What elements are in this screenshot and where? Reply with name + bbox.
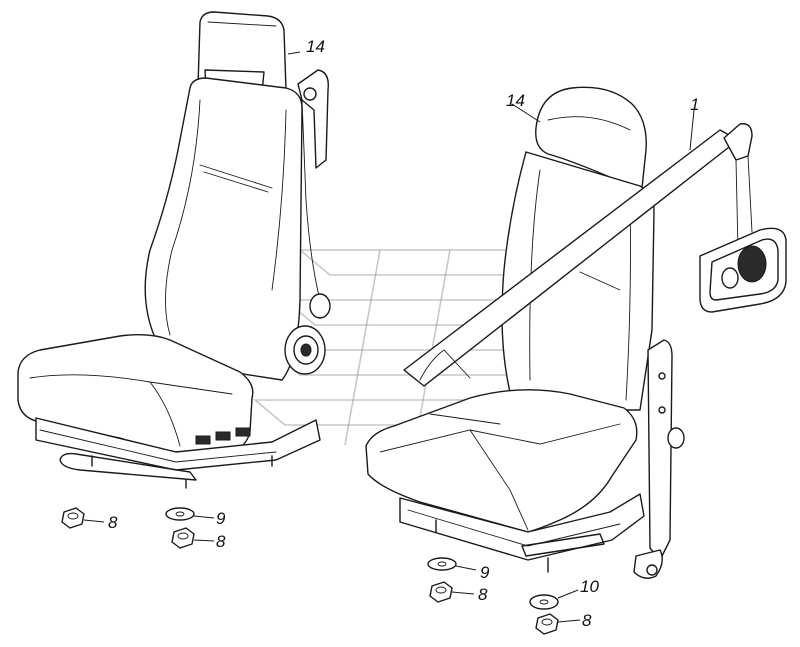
right-seat-belt-buckle-upper [723, 123, 753, 161]
callout-9-washer-right: 9 [480, 563, 490, 582]
left-seat-base [35, 417, 321, 471]
callout-14-left-headrest: 14 [306, 37, 325, 56]
callout-10-washer: 10 [580, 577, 599, 596]
callout-8-nut-right: 8 [478, 585, 488, 604]
washer-9b [427, 557, 457, 571]
callout-14-right-headrest: 14 [506, 91, 525, 110]
left-seat [17, 11, 331, 489]
callout-8-nut-left-lower: 8 [216, 532, 226, 551]
left-seat-rail [59, 452, 197, 481]
callout-1-seat-belt: 1 [690, 95, 700, 114]
right-seat-side-pillar [647, 339, 673, 561]
nut-8d [535, 613, 559, 635]
nut-8a [61, 507, 85, 529]
right-seat-headrest [535, 86, 647, 189]
left-seat-belt-anchor [297, 69, 329, 169]
nut-8c [429, 581, 453, 603]
left-seat-pivot [309, 293, 331, 319]
washer-9a [165, 507, 195, 521]
left-seat-backrest [144, 77, 303, 381]
callout-8-nut-left: 8 [108, 513, 118, 532]
right-seat [365, 86, 787, 579]
callout-8-nut-bottom: 8 [582, 611, 592, 630]
left-seat-recline-knob [284, 325, 326, 375]
nut-8b [171, 527, 195, 549]
callout-9-washer-left: 9 [216, 509, 226, 528]
right-seat-adjust-knob [667, 427, 685, 449]
right-seat-base [399, 493, 645, 561]
belt-retractor [699, 227, 787, 313]
leader-lines [83, 51, 695, 623]
washer-10 [529, 594, 559, 610]
loose-hardware [61, 507, 559, 635]
